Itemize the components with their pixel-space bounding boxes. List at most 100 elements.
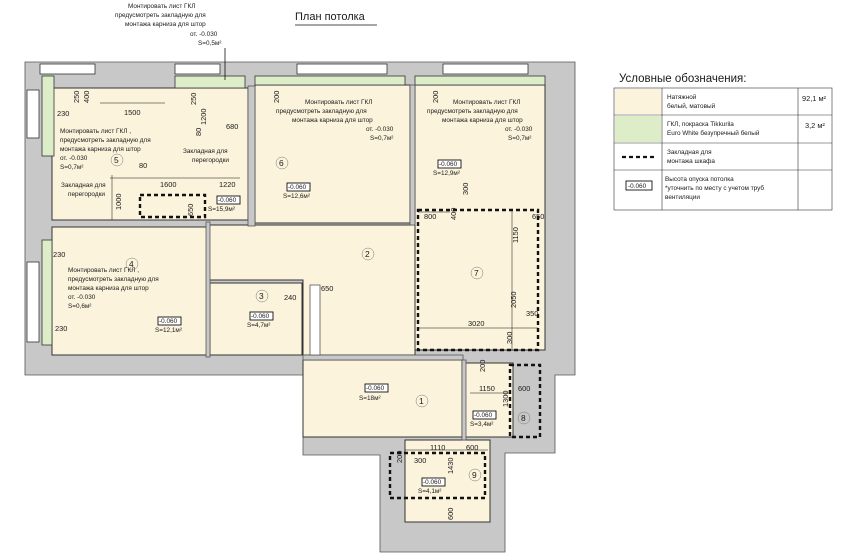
svg-text:1300: 1300 xyxy=(501,391,510,407)
legend-table: -0.060 Натяжной белый, матовый 92,1 м² Г… xyxy=(613,87,833,211)
svg-text:240: 240 xyxy=(284,293,296,302)
svg-text:-0.060: -0.060 xyxy=(288,184,307,191)
svg-text:от. -0.030: от. -0.030 xyxy=(366,126,394,133)
svg-text:300: 300 xyxy=(414,456,426,465)
wardrobe-mount-room8 xyxy=(508,363,542,439)
room-number-2: 2 xyxy=(361,247,375,261)
svg-text:S=12,1м²: S=12,1м² xyxy=(155,327,182,334)
svg-text:1600: 1600 xyxy=(160,180,176,189)
svg-text:1: 1 xyxy=(419,396,424,406)
svg-text:600: 600 xyxy=(446,508,455,520)
svg-text:650: 650 xyxy=(186,204,195,216)
note-room4-window: Монтировать лист ГКЛ , предусмотреть зак… xyxy=(68,267,159,310)
svg-text:монтажа карниза для штор: монтажа карниза для штор xyxy=(292,117,373,124)
svg-text:400: 400 xyxy=(82,91,91,103)
note-room7-window: Монтировать лист ГКЛ предусмотреть закла… xyxy=(427,99,533,142)
svg-text:S=15,9м²: S=15,9м² xyxy=(208,206,235,213)
svg-text:230: 230 xyxy=(55,324,67,333)
svg-text:4: 4 xyxy=(129,259,134,269)
svg-text:предусмотреть закладную для: предусмотреть закладную для xyxy=(427,108,518,115)
svg-text:Закладная для: Закладная для xyxy=(61,182,106,189)
svg-text:Монтировать лист ГКЛ ,: Монтировать лист ГКЛ , xyxy=(60,128,131,135)
svg-text:3: 3 xyxy=(259,291,264,301)
svg-text:200: 200 xyxy=(478,360,487,372)
svg-text:1430: 1430 xyxy=(446,458,455,474)
wardrobe-mount-room7 xyxy=(416,208,540,352)
svg-text:200: 200 xyxy=(395,451,404,463)
svg-text:200: 200 xyxy=(431,91,440,103)
svg-text:400: 400 xyxy=(449,208,458,220)
room-numbers: 1 2 3 4 5 6 7 8 9 xyxy=(110,153,531,482)
dimension-labels: 250 400 230 1500 250 1200 680 80 80 1600… xyxy=(53,91,544,520)
svg-text:7: 7 xyxy=(474,268,479,278)
svg-text:1220: 1220 xyxy=(219,180,235,189)
svg-text:1150: 1150 xyxy=(479,384,495,393)
room-8 xyxy=(464,362,514,438)
room-6 xyxy=(254,84,411,224)
svg-text:монтажа карниза для штор: монтажа карниза для штор xyxy=(60,146,141,153)
svg-text:1500: 1500 xyxy=(124,108,140,117)
svg-text:Высота опуска потолка: Высота опуска потолка xyxy=(665,176,734,183)
svg-text:от. -0.030: от. -0.030 xyxy=(68,294,96,301)
svg-text:S=12,6м²: S=12,6м² xyxy=(283,193,310,200)
svg-text:*уточнить по месту с учетом тр: *уточнить по месту с учетом труб xyxy=(665,184,764,192)
svg-text:230: 230 xyxy=(53,250,65,259)
gkl-strip-room4 xyxy=(41,239,53,346)
svg-text:-0.060: -0.060 xyxy=(439,161,458,168)
svg-text:S=0,7м²: S=0,7м² xyxy=(508,135,531,142)
svg-text:белый, матовый: белый, матовый xyxy=(667,102,716,110)
svg-text:предусмотреть закладную для: предусмотреть закладную для xyxy=(276,108,367,115)
svg-text:200: 200 xyxy=(272,91,281,103)
svg-text:1000: 1000 xyxy=(114,194,123,210)
svg-text:S=4,1м²: S=4,1м² xyxy=(418,488,441,495)
room-number-3: 3 xyxy=(255,289,269,303)
wardrobe-mounts xyxy=(138,193,542,500)
room-number-1: 1 xyxy=(415,394,429,408)
svg-text:S=12,9м²: S=12,9м² xyxy=(433,170,460,177)
svg-text:S=0,7м²: S=0,7м² xyxy=(370,135,393,142)
svg-text:монтажа карниза для штор: монтажа карниза для штор xyxy=(68,285,149,292)
note-partition-2: Закладная для перегородки xyxy=(61,182,106,198)
svg-text:от. -0.030: от. -0.030 xyxy=(505,126,533,133)
svg-text:Монтировать лист ГКЛ: Монтировать лист ГКЛ xyxy=(305,99,372,106)
svg-text:250: 250 xyxy=(72,91,81,103)
room-1 xyxy=(302,359,463,438)
svg-text:монтажа шкафа: монтажа шкафа xyxy=(667,158,715,165)
svg-text:3,2 м²: 3,2 м² xyxy=(805,121,825,130)
svg-text:80: 80 xyxy=(139,161,147,170)
room-number-9: 9 xyxy=(468,468,482,482)
room-number-6: 6 xyxy=(275,156,289,170)
svg-text:300: 300 xyxy=(461,183,470,195)
svg-text:Натяжной: Натяжной xyxy=(667,93,697,101)
gkl-strip-top xyxy=(174,75,246,89)
room-number-5: 5 xyxy=(110,153,124,167)
svg-text:680: 680 xyxy=(226,122,238,131)
svg-text:S=4,7м²: S=4,7м² xyxy=(247,322,270,329)
gkl-strip-room5 xyxy=(41,75,55,157)
svg-text:2050: 2050 xyxy=(509,292,518,308)
svg-text:250: 250 xyxy=(189,93,198,105)
svg-text:от. -0.030: от. -0.030 xyxy=(60,155,88,162)
svg-text:предусмотреть закладную для: предусмотреть закладную для xyxy=(115,12,206,19)
svg-text:S=3,4м²: S=3,4м² xyxy=(470,421,493,428)
svg-text:350: 350 xyxy=(526,309,538,318)
page-title: План потолка xyxy=(295,11,366,23)
svg-text:650: 650 xyxy=(321,284,333,293)
room-number-4: 4 xyxy=(125,257,139,271)
svg-text:ГКЛ, покраска Tikkurila: ГКЛ, покраска Tikkurila xyxy=(667,121,734,128)
svg-text:-0.060: -0.060 xyxy=(218,197,237,204)
legend-swatch-gkl xyxy=(615,116,661,142)
svg-text:1150: 1150 xyxy=(511,227,520,243)
svg-text:-0.060: -0.060 xyxy=(474,412,493,419)
svg-text:предусмотреть закладную для: предусмотреть закладную для xyxy=(68,276,159,283)
svg-text:-0.060: -0.060 xyxy=(159,318,178,325)
svg-text:-0.060: -0.060 xyxy=(423,479,442,486)
svg-text:600: 600 xyxy=(518,384,530,393)
